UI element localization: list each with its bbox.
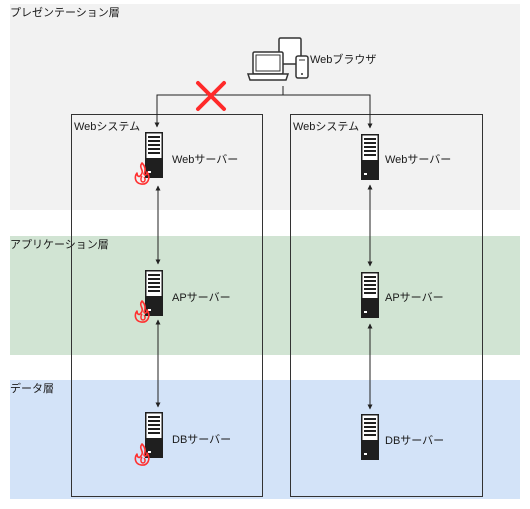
blocked-connection-cross-icon (196, 81, 226, 111)
web-system-left[interactable]: Webシステム (71, 114, 263, 497)
right-ap-server-label: APサーバー (385, 292, 444, 304)
left-web-server-icon (145, 132, 163, 178)
right-db-server-label: DBサーバー (385, 435, 445, 447)
left-ap-server-icon (145, 270, 163, 316)
web-system-left-title: Webシステム (74, 121, 141, 133)
browser-devices-icon (246, 37, 309, 81)
right-web-server-label: Webサーバー (385, 154, 452, 166)
left-web-server-label: Webサーバー (172, 154, 239, 166)
presentation-layer-band: プレゼンテーション層 (10, 4, 520, 210)
right-db-server-icon (361, 414, 379, 460)
right-ap-server-icon (361, 272, 379, 318)
data-layer-label: データ層 (10, 383, 54, 395)
presentation-layer-label: プレゼンテーション層 (10, 7, 120, 19)
left-db-server-label: DBサーバー (172, 434, 232, 446)
web-system-right-title: Webシステム (293, 121, 360, 133)
browser-to-left-web-connector (154, 86, 284, 128)
right-web-server-icon (361, 134, 379, 180)
left-db-server-icon (145, 412, 163, 458)
browser-label: Webブラウザ (310, 54, 377, 66)
left-ap-server-label: APサーバー (172, 292, 231, 304)
application-layer-band: アプリケーション層 (10, 236, 520, 355)
web-system-right[interactable]: Webシステム (290, 114, 483, 497)
application-layer-label: アプリケーション層 (10, 239, 109, 251)
browser-to-right-web-connector (283, 94, 373, 129)
data-layer-band: データ層 (10, 380, 520, 499)
